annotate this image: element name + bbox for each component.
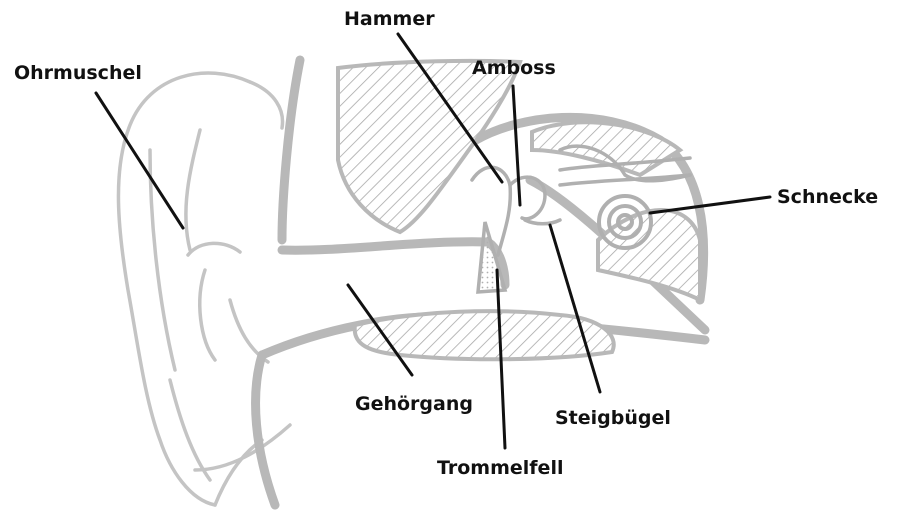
leader-line-amboss xyxy=(513,86,520,205)
leader-line-ohrmuschel xyxy=(96,93,183,228)
pinna-drawing xyxy=(118,73,290,505)
label-hammer: Hammer xyxy=(344,8,435,30)
label-trommelfell: Trommelfell xyxy=(437,457,563,479)
temporal-bone xyxy=(338,61,700,359)
label-ohrmuschel: Ohrmuschel xyxy=(14,62,142,84)
label-schnecke: Schnecke xyxy=(777,186,878,208)
steigbuegel-shape xyxy=(525,220,560,224)
leader-line-schnecke xyxy=(650,197,770,213)
label-amboss: Amboss xyxy=(472,57,556,79)
label-steigbuegel: Steigbügel xyxy=(555,407,671,429)
leader-line-steigbuegel xyxy=(550,225,600,392)
label-gehoergang: Gehörgang xyxy=(355,393,473,415)
